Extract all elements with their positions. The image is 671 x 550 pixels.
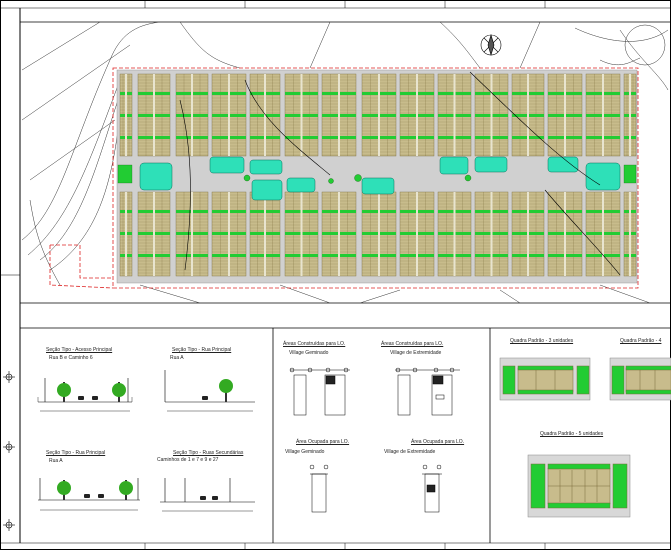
section-1-subtitle: Rua B e Caminho 6 <box>49 355 93 361</box>
housing-block <box>117 164 133 184</box>
housing-block <box>228 192 230 276</box>
occupied-area-subtitle-2: Village de Extremidade <box>384 449 436 455</box>
housing-block <box>453 74 456 156</box>
housing-block <box>490 192 493 276</box>
housing-block <box>416 74 418 156</box>
quadra-5-title: Quadra Padrão - 5 unidades <box>540 431 604 437</box>
section-3-subtitle: Rua A <box>49 458 63 464</box>
section-1-title: Seção Tipo - Acesso Principal <box>46 347 113 353</box>
housing-block <box>527 192 529 276</box>
communal-areas <box>139 156 621 201</box>
housing-block <box>264 192 266 276</box>
housing-block <box>629 192 631 276</box>
housing-blocks <box>117 73 637 277</box>
site-boundary <box>49 67 639 289</box>
quadra-diagrams <box>499 357 671 518</box>
housing-block <box>378 74 380 156</box>
housing-block <box>416 192 418 276</box>
section-rua-principal-bottom <box>38 478 140 511</box>
north-arrow-icon <box>480 33 502 57</box>
housing-block <box>338 192 340 276</box>
built-area-diagrams <box>289 367 460 513</box>
housing-block <box>191 192 193 276</box>
section-4-subtitle: Caminhos de 1 e 7 e 9 e 27 <box>157 457 219 463</box>
housing-block <box>602 74 604 156</box>
quadra-4-title: Quadra Padrão - 4 <box>620 338 662 344</box>
housing-block <box>300 192 303 276</box>
registration-marks <box>3 371 15 531</box>
housing-block <box>125 192 127 276</box>
quadra-3-title: Quadra Padrão - 3 unidades <box>510 338 574 344</box>
topographic-lines <box>21 21 669 304</box>
built-area-subtitle-2: Village de Extremidade <box>390 350 442 356</box>
housing-block <box>527 74 529 156</box>
housing-block <box>125 74 127 156</box>
section-access-principal <box>37 378 133 412</box>
section-rua-principal-top <box>164 370 255 412</box>
section-4-title: Seção Tipo - Ruas Secundárias <box>173 450 244 456</box>
built-area-title-2: Áreas Construídas para LO. <box>381 341 444 347</box>
housing-block <box>602 192 604 276</box>
housing-block <box>453 192 456 276</box>
housing-block <box>629 74 631 156</box>
built-area-subtitle-1: Village Geminado <box>289 350 329 356</box>
built-area-title-1: Áreas Construídas para LO. <box>283 341 346 347</box>
housing-block <box>228 74 230 156</box>
housing-block <box>490 74 493 156</box>
housing-block <box>564 74 566 156</box>
housing-block <box>153 74 155 156</box>
housing-block <box>623 164 637 184</box>
housing-block <box>338 74 340 156</box>
occupied-area-title-1: Área Ocupada para LO. <box>296 439 350 445</box>
section-2-subtitle: Rua A <box>170 355 184 361</box>
housing-block <box>191 74 193 156</box>
housing-block <box>300 74 303 156</box>
housing-block <box>264 74 266 156</box>
housing-block <box>153 192 155 276</box>
housing-block <box>378 192 380 276</box>
section-2-title: Seção Tipo - Rua Principal <box>172 347 232 353</box>
occupied-area-subtitle-1: Village Geminado <box>285 449 325 455</box>
section-3-title: Seção Tipo - Rua Principal <box>46 450 106 456</box>
section-ruas-secundarias <box>160 478 255 512</box>
occupied-area-title-2: Área Ocupada para LO. <box>411 439 465 445</box>
housing-block <box>564 192 566 276</box>
